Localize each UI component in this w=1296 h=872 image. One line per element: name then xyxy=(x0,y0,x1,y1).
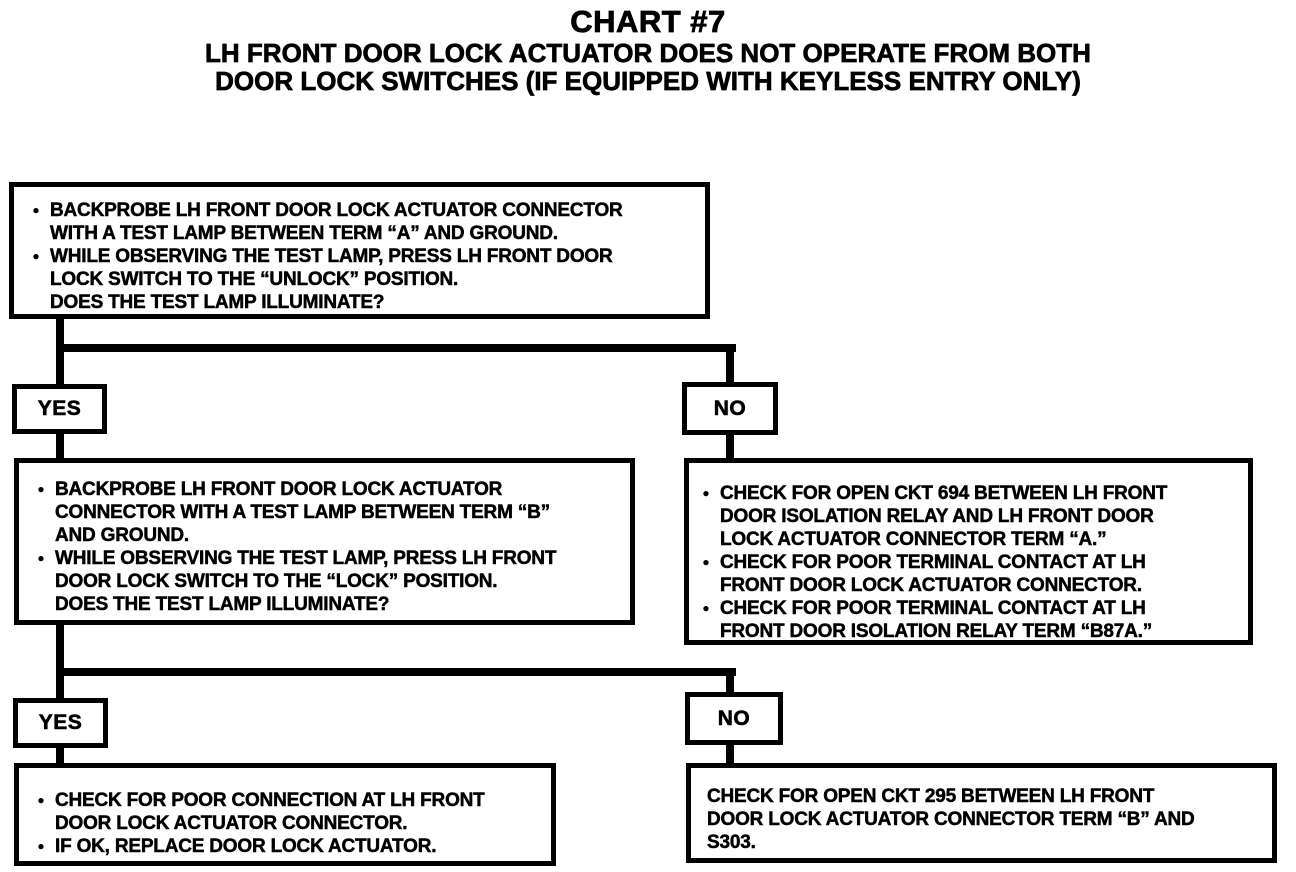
text-line-content: CONNECTOR WITH A TEST LAMP BETWEEN TERM … xyxy=(55,502,551,524)
text-line-content: DOES THE TEST LAMP ILLUMINATE? xyxy=(55,594,390,616)
text-line-content: CHECK FOR OPEN CKT 295 BETWEEN LH FRONT xyxy=(707,786,1155,808)
bullet-spacer xyxy=(703,620,720,643)
connector-no2-to-ckt295 xyxy=(726,745,734,763)
bullet-icon: • xyxy=(38,791,44,811)
chart-number: CHART #7 xyxy=(570,4,726,39)
chart-title-block: CHART #7 LH FRONT DOOR LOCK ACTUATOR DOE… xyxy=(0,4,1296,96)
bullet-spacer xyxy=(33,291,50,314)
text-line: DOES THE TEST LAMP ILLUMINATE? xyxy=(38,593,620,616)
connector-branch2-horizontal xyxy=(56,668,736,676)
text-line-content: DOES THE TEST LAMP ILLUMINATE? xyxy=(50,292,385,314)
step1-test-lamp-unlock-box: • BACKPROBE LH FRONT DOOR LOCK ACTUATOR C… xyxy=(9,182,710,319)
text-line-content: DOOR ISOLATION RELAY AND LH FRONT DOOR xyxy=(720,506,1154,528)
decision-label: NO xyxy=(717,706,751,730)
text-line: • CHECK FOR POOR TERMINAL CONTACT AT LH xyxy=(703,551,1238,574)
chart-subtitle-line-2: DOOR LOCK SWITCHES (IF EQUIPPED WITH KEY… xyxy=(215,66,1081,96)
text-line: DOOR LOCK ACTUATOR CONNECTOR TERM “B” AN… xyxy=(707,808,1262,831)
step2-test-lamp-lock-box: • BACKPROBE LH FRONT DOOR LOCK ACTUATOR C… xyxy=(14,458,635,625)
bullet-spacer xyxy=(703,574,720,597)
check-ckt694-box: • CHECK FOR OPEN CKT 694 BETWEEN LH FRONT… xyxy=(684,458,1253,645)
decision-label: YES xyxy=(37,397,82,421)
text-line: FRONT DOOR LOCK ACTUATOR CONNECTOR. xyxy=(703,574,1238,597)
check-ckt295-box: CHECK FOR OPEN CKT 295 BETWEEN LH FRONT … xyxy=(686,763,1277,863)
text-line: • CHECK FOR POOR TERMINAL CONTACT AT LH xyxy=(703,597,1238,620)
text-line-content: BACKPROBE LH FRONT DOOR LOCK ACTUATOR CO… xyxy=(50,200,623,222)
decision-no-1: NO xyxy=(682,382,778,435)
text-line: DOES THE TEST LAMP ILLUMINATE? xyxy=(33,291,695,314)
connector-branch1-horizontal xyxy=(56,344,736,352)
bullet-icon: • xyxy=(703,599,709,619)
bullet-icon: • xyxy=(703,553,709,573)
bullet-spacer xyxy=(38,501,55,524)
decision-no-2: NO xyxy=(685,692,783,745)
connector-yes1-to-step2 xyxy=(56,434,64,458)
decision-label: YES xyxy=(38,711,83,735)
text-line: • BACKPROBE LH FRONT DOOR LOCK ACTUATOR C… xyxy=(33,199,695,222)
bullet-spacer xyxy=(33,222,50,245)
text-line: AND GROUND. xyxy=(38,524,620,547)
text-line: • BACKPROBE LH FRONT DOOR LOCK ACTUATOR xyxy=(38,478,620,501)
text-line-content: BACKPROBE LH FRONT DOOR LOCK ACTUATOR xyxy=(55,479,503,501)
bullet-spacer xyxy=(38,812,55,835)
bullet-icon: • xyxy=(33,247,39,267)
chart-subtitle-line-1: LH FRONT DOOR LOCK ACTUATOR DOES NOT OPE… xyxy=(205,38,1092,68)
repair-actuator-box: • CHECK FOR POOR CONNECTION AT LH FRONT D… xyxy=(14,763,556,866)
connector-no1-to-ckt694 xyxy=(726,435,734,458)
text-line-content: S303. xyxy=(707,832,756,854)
text-line-content: IF OK, REPLACE DOOR LOCK ACTUATOR. xyxy=(55,836,437,858)
text-line: S303. xyxy=(707,831,1262,854)
decision-yes-1: YES xyxy=(12,384,107,434)
text-line-content: FRONT DOOR LOCK ACTUATOR CONNECTOR. xyxy=(720,575,1143,597)
bullet-icon: • xyxy=(703,484,709,504)
text-line-content: DOOR LOCK ACTUATOR CONNECTOR. xyxy=(55,813,408,835)
text-line-content: LOCK ACTUATOR CONNECTOR TERM “A.” xyxy=(720,529,1107,551)
text-line-content: FRONT DOOR ISOLATION RELAY TERM “B87A.” xyxy=(720,621,1153,643)
text-line: CONNECTOR WITH A TEST LAMP BETWEEN TERM … xyxy=(38,501,620,524)
text-line: LOCK ACTUATOR CONNECTOR TERM “A.” xyxy=(703,528,1238,551)
text-line: • WHILE OBSERVING THE TEST LAMP, PRESS LH… xyxy=(38,547,620,570)
text-line: • CHECK FOR POOR CONNECTION AT LH FRONT xyxy=(38,789,541,812)
bullet-icon: • xyxy=(38,480,44,500)
text-line: DOOR ISOLATION RELAY AND LH FRONT DOOR xyxy=(703,505,1238,528)
text-line-content: CHECK FOR POOR TERMINAL CONTACT AT LH xyxy=(720,552,1146,574)
bullet-spacer xyxy=(33,268,50,291)
text-line: DOOR LOCK SWITCH TO THE “LOCK” POSITION. xyxy=(38,570,620,593)
text-line: WITH A TEST LAMP BETWEEN TERM “A” AND GR… xyxy=(33,222,695,245)
text-line-content: WITH A TEST LAMP BETWEEN TERM “A” AND GR… xyxy=(50,223,559,245)
connector-branch1-to-no1 xyxy=(726,344,734,382)
text-line-content: DOOR LOCK SWITCH TO THE “LOCK” POSITION. xyxy=(55,571,498,593)
text-line-content: CHECK FOR POOR TERMINAL CONTACT AT LH xyxy=(720,598,1146,620)
decision-yes-2: YES xyxy=(13,698,108,748)
text-line: • CHECK FOR OPEN CKT 694 BETWEEN LH FRONT xyxy=(703,482,1238,505)
bullet-icon: • xyxy=(38,549,44,569)
decision-label: NO xyxy=(713,396,747,420)
text-line: LOCK SWITCH TO THE “UNLOCK” POSITION. xyxy=(33,268,695,291)
text-line: • WHILE OBSERVING THE TEST LAMP, PRESS LH… xyxy=(33,245,695,268)
text-line-content: AND GROUND. xyxy=(55,525,190,547)
bullet-spacer xyxy=(38,570,55,593)
text-line: FRONT DOOR ISOLATION RELAY TERM “B87A.” xyxy=(703,620,1238,643)
text-line: CHECK FOR OPEN CKT 295 BETWEEN LH FRONT xyxy=(707,785,1262,808)
connector-yes2-to-repair xyxy=(56,748,64,763)
text-line-content: WHILE OBSERVING THE TEST LAMP, PRESS LH … xyxy=(55,548,557,570)
text-line-content: DOOR LOCK ACTUATOR CONNECTOR TERM “B” AN… xyxy=(707,809,1195,831)
text-line-content: CHECK FOR OPEN CKT 694 BETWEEN LH FRONT xyxy=(720,483,1168,505)
bullet-spacer xyxy=(38,524,55,547)
connector-step2-to-branch2 xyxy=(56,625,64,698)
text-line: • IF OK, REPLACE DOOR LOCK ACTUATOR. xyxy=(38,835,541,858)
text-line-content: CHECK FOR POOR CONNECTION AT LH FRONT xyxy=(55,790,485,812)
text-line-content: LOCK SWITCH TO THE “UNLOCK” POSITION. xyxy=(50,269,459,291)
bullet-icon: • xyxy=(38,837,44,857)
connector-branch2-to-no2 xyxy=(726,668,734,692)
bullet-icon: • xyxy=(33,201,39,221)
bullet-spacer xyxy=(38,593,55,616)
text-line: DOOR LOCK ACTUATOR CONNECTOR. xyxy=(38,812,541,835)
bullet-spacer xyxy=(703,505,720,528)
text-line-content: WHILE OBSERVING THE TEST LAMP, PRESS LH … xyxy=(50,246,613,268)
bullet-spacer xyxy=(703,528,720,551)
